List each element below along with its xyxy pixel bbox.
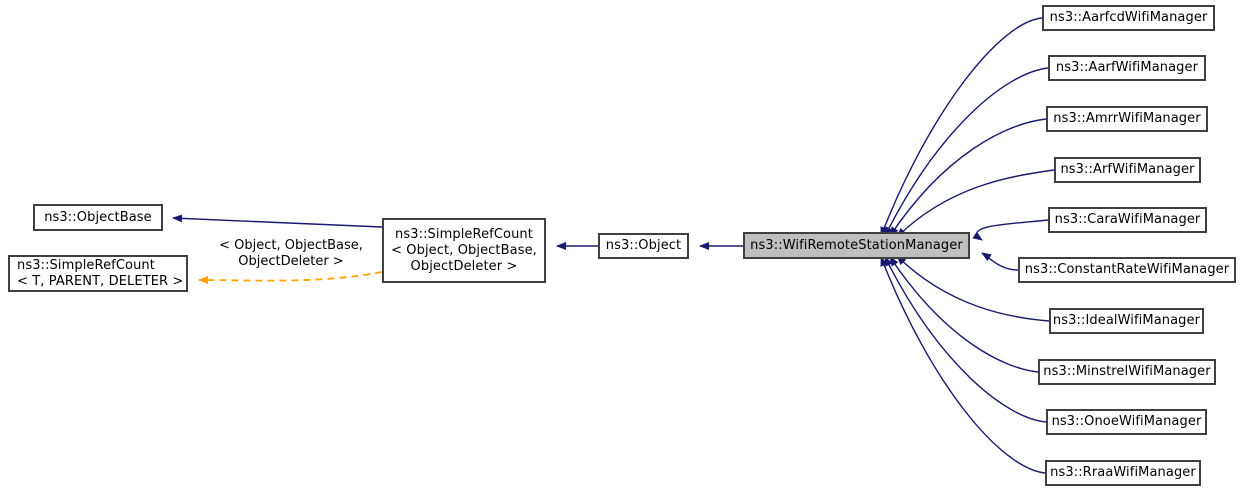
derived-class-node[interactable]: ns3::AmrrWifiManager	[1046, 106, 1208, 132]
node-object-base[interactable]: ns3::ObjectBase	[33, 204, 163, 231]
derived-class-node[interactable]: ns3::OnoeWifiManager	[1046, 409, 1207, 435]
derived-class-node[interactable]: ns3::AarfcdWifiManager	[1042, 5, 1215, 31]
derived-class-node[interactable]: ns3::AarfWifiManager	[1048, 55, 1206, 81]
node-wifi-remote-station-manager[interactable]: ns3::WifiRemoteStationManager	[743, 232, 970, 259]
derived-class-node[interactable]: ns3::RraaWifiManager	[1045, 460, 1201, 486]
derived-class-node[interactable]: ns3::CaraWifiManager	[1048, 207, 1207, 233]
node-object[interactable]: ns3::Object	[598, 233, 689, 259]
derived-class-node[interactable]: ns3::MinstrelWifiManager	[1038, 359, 1216, 385]
template-instantiation-edge	[198, 271, 383, 285]
derived-class-node[interactable]: ns3::ArfWifiManager	[1054, 157, 1201, 183]
derived-class-node[interactable]: ns3::ConstantRateWifiManager	[1018, 257, 1236, 283]
template-parameter-label: < Object, ObjectBase, ObjectDeleter >	[219, 238, 363, 269]
node-simple-ref-count-object[interactable]: ns3::SimpleRefCount < Object, ObjectBase…	[382, 218, 546, 283]
node-simple-ref-count-generic[interactable]: ns3::SimpleRefCount < T, PARENT, DELETER…	[8, 255, 188, 292]
derived-class-node[interactable]: ns3::IdealWifiManager	[1049, 308, 1204, 334]
